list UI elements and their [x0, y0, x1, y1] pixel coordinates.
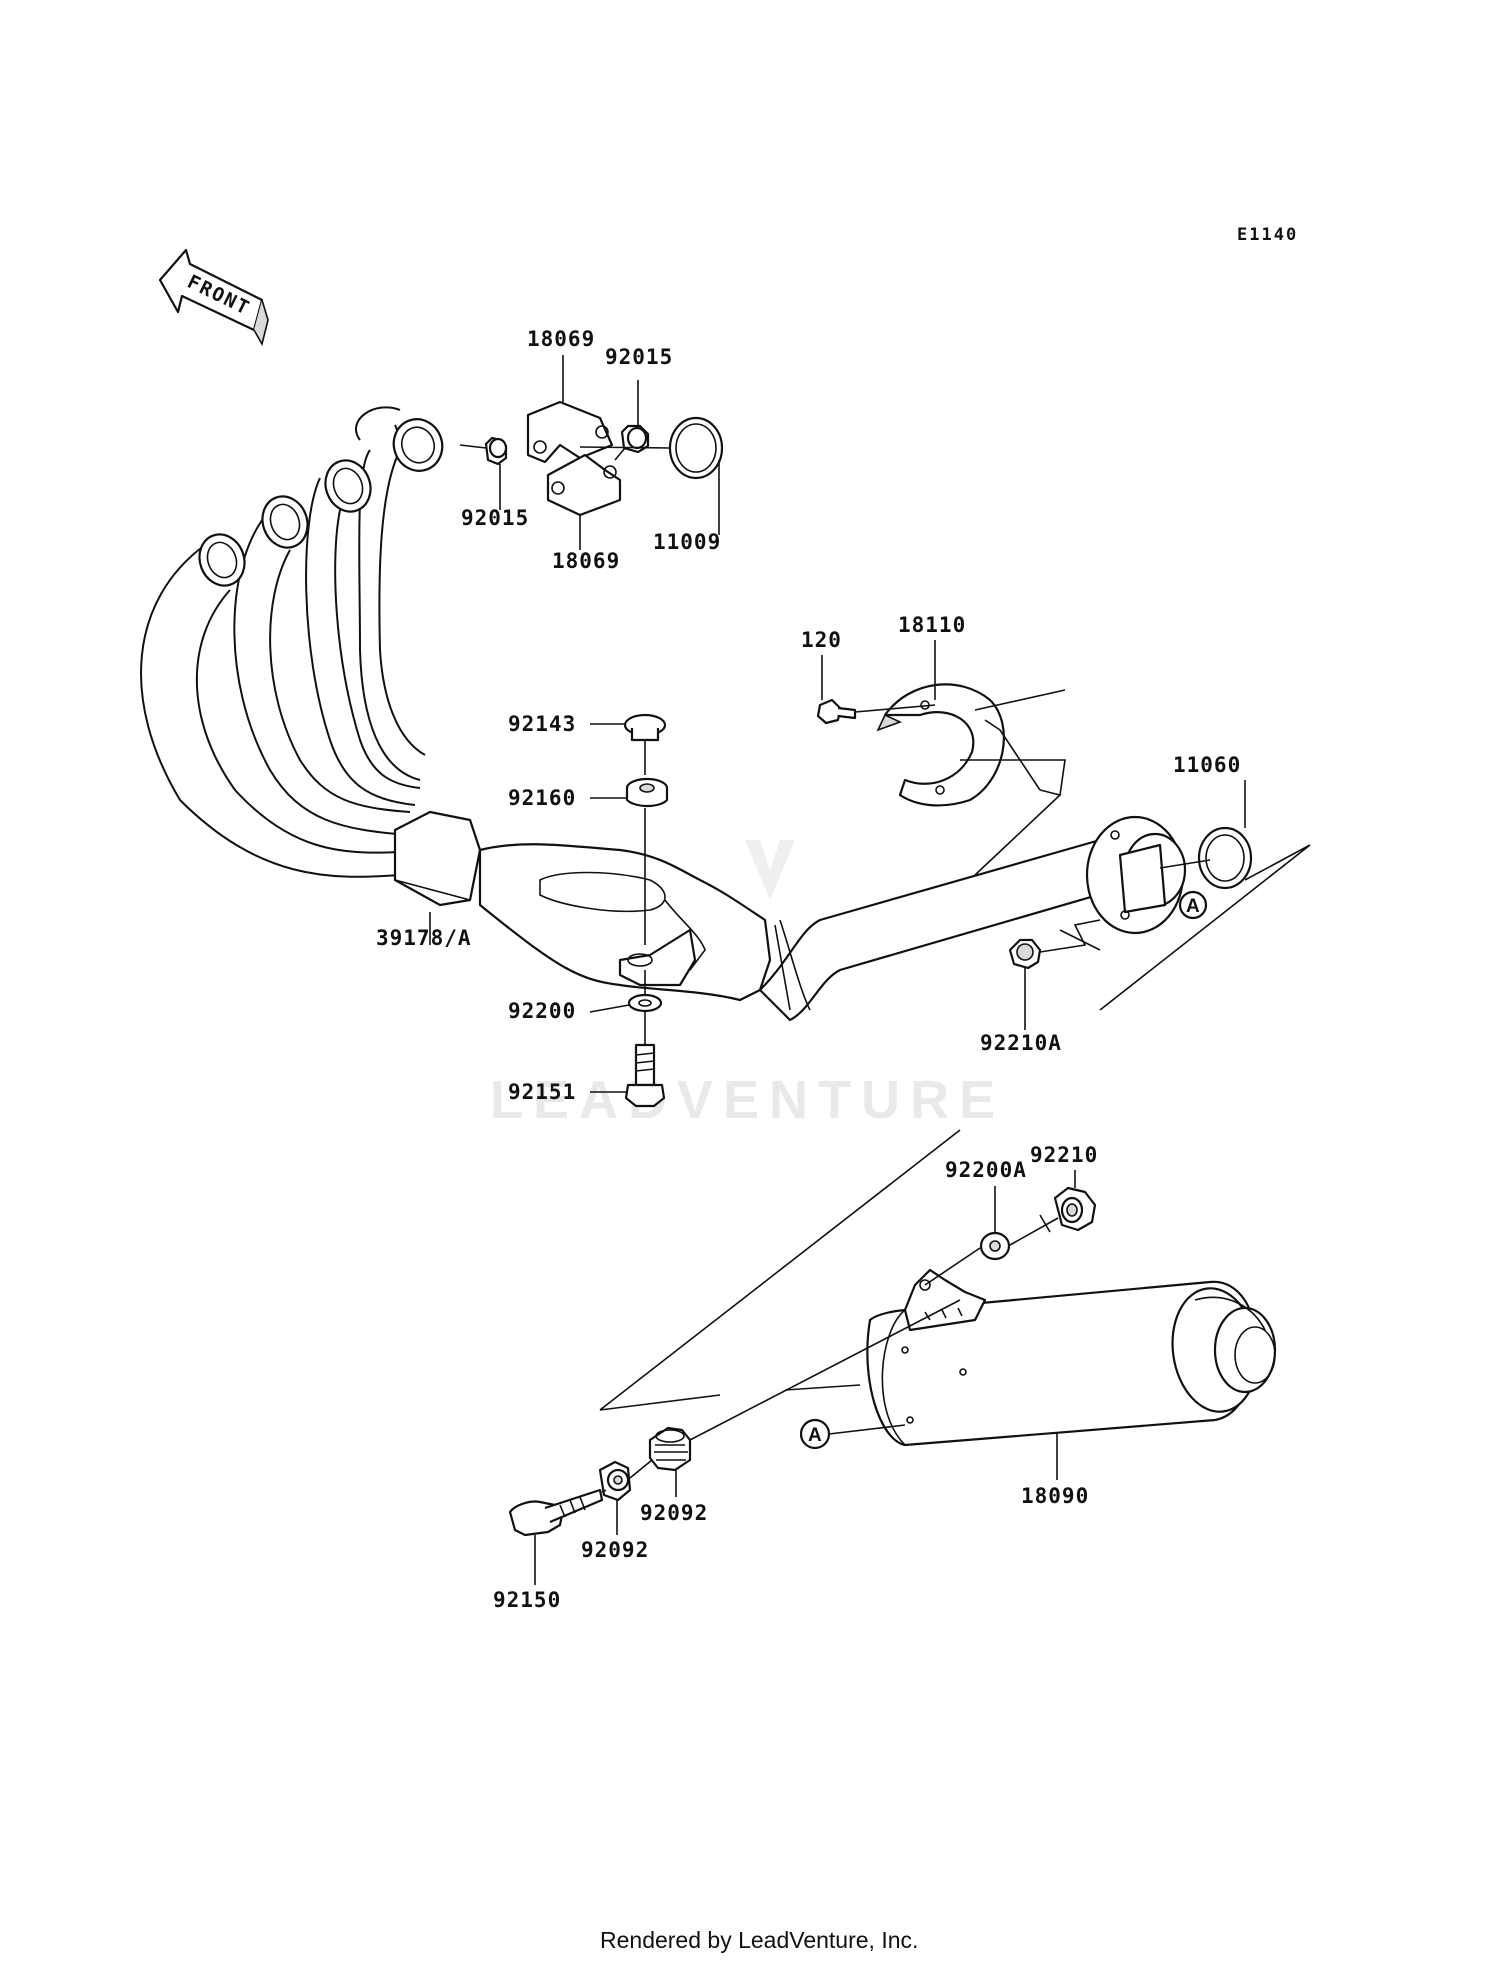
nut-92210: [1053, 1186, 1097, 1232]
part-label-18069-bottom: 18069: [552, 549, 620, 573]
grommet-92160: [625, 777, 669, 808]
part-label-18110: 18110: [898, 613, 966, 637]
bushing-92092-right: [648, 1426, 692, 1472]
pipe-inlet-2: [324, 459, 372, 513]
part-label-92210: 92210: [1030, 1143, 1098, 1167]
reference-marker-a-bottom: A: [799, 1418, 831, 1450]
gasket-11009: [668, 416, 724, 480]
svg-text:A: A: [1186, 896, 1200, 917]
watermark: LEADVENTURE: [490, 840, 1005, 1130]
washer-92200: [627, 993, 663, 1013]
part-label-18090: 18090: [1021, 1484, 1089, 1508]
part-label-92200a: 92200A: [945, 1158, 1027, 1182]
part-label-120: 120: [801, 628, 842, 652]
bolt-120: [816, 698, 857, 725]
nut-92015-left: [484, 436, 508, 466]
gasket-11060: [1197, 826, 1253, 890]
pipe-outlet-flange: [1085, 815, 1187, 935]
part-label-11009: 11009: [653, 530, 721, 554]
part-label-92092-left: 92092: [581, 1538, 649, 1562]
part-label-92150: 92150: [493, 1588, 561, 1612]
exhaust-header-pipes: [140, 406, 1117, 1022]
part-label-92015-left: 92015: [461, 506, 529, 530]
part-label-92151: 92151: [508, 1080, 576, 1104]
muffler-18090: [866, 1268, 1277, 1447]
part-label-92200: 92200: [508, 999, 576, 1023]
part-label-92143: 92143: [508, 712, 576, 736]
front-arrow-icon: FRONT: [158, 248, 269, 347]
diagram-code: E1140: [1237, 225, 1298, 245]
part-label-92015-top: 92015: [605, 345, 673, 369]
watermark-text: LEADVENTURE: [490, 1070, 1005, 1130]
footer-credit: Rendered by LeadVenture, Inc.: [600, 1927, 918, 1953]
heat-shield-18110: [876, 683, 1005, 807]
svg-text:A: A: [808, 1425, 822, 1446]
part-label-11060: 11060: [1173, 753, 1241, 777]
pipe-inlet-4: [198, 533, 246, 587]
bolt-92150: [508, 1488, 604, 1537]
nut-92210A: [1008, 938, 1042, 970]
part-label-18069-top: 18069: [527, 327, 595, 351]
pipe-inlet-3: [261, 495, 309, 549]
part-label-92210a: 92210A: [980, 1031, 1062, 1055]
collar-92143: [623, 713, 667, 742]
part-label-39178a: 39178/A: [376, 926, 472, 950]
nut-92015-top: [620, 424, 650, 454]
clamp-18069-bottom: [546, 453, 622, 517]
pipe-inlet-1: [392, 418, 444, 472]
part-label-92092-right: 92092: [640, 1501, 708, 1525]
washer-92200A: [979, 1231, 1011, 1261]
leader-lines: [429, 355, 1246, 1585]
part-labels: 18069 92015 92015 18069 11009 120 18110 …: [376, 327, 1241, 1612]
clamp-18069-top: [526, 400, 614, 464]
bushing-92092-left: [598, 1460, 632, 1502]
part-label-92160: 92160: [508, 786, 576, 810]
reference-marker-a-top: A: [1178, 890, 1208, 920]
bolt-92151: [624, 1043, 666, 1108]
